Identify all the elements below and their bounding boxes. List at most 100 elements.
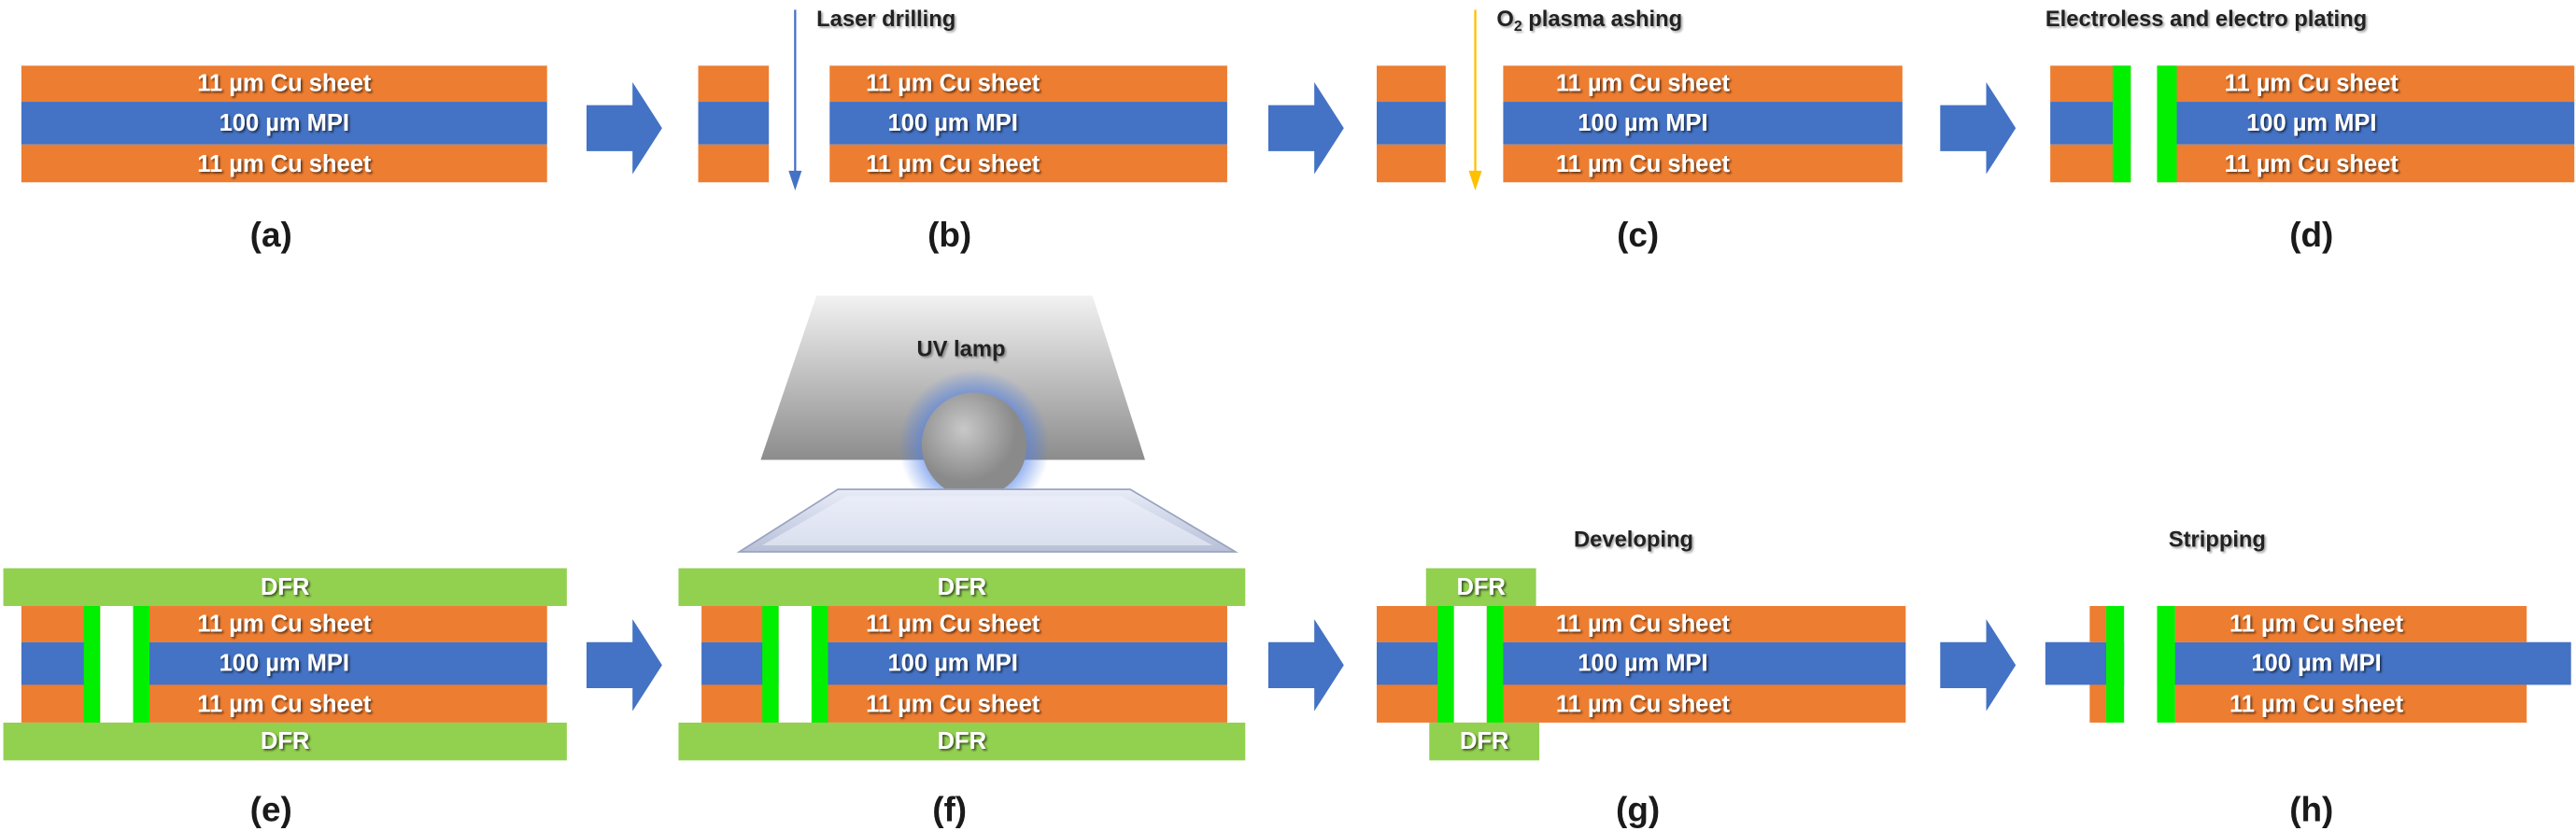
c-left-mpi xyxy=(1376,102,1446,145)
developing-label: Developing xyxy=(1574,528,1693,553)
b-left-cu-bottom xyxy=(698,144,770,183)
b-right-cu-bottom xyxy=(829,144,1227,183)
h-cu-bottom-left xyxy=(2089,684,2106,723)
h-cu-top xyxy=(2174,606,2527,642)
process-arrow-3 xyxy=(1940,81,2017,175)
plasma-arrow-icon xyxy=(1468,170,1482,191)
d-right-cu-top xyxy=(2157,65,2575,103)
caption-e: (e) xyxy=(250,791,292,829)
g-plating-left xyxy=(1437,606,1454,723)
caption-d: (d) xyxy=(2289,216,2333,254)
a-cu-bottom xyxy=(21,144,547,183)
d-cu-bottom-label: 11 µm Cu sheet xyxy=(2225,151,2399,177)
b-cu-bottom-label: 11 µm Cu sheet xyxy=(866,151,1040,177)
a-mpi-label: 100 µm MPI xyxy=(219,110,349,136)
f-dfr-bottom xyxy=(678,722,1246,761)
e-dfr-top-label: DFR xyxy=(261,574,309,600)
uv-lamp-label: UV lamp xyxy=(916,338,1005,362)
e-dfr-top xyxy=(3,568,567,607)
process-arrow-6 xyxy=(1940,619,2017,711)
a-cu-top-label: 11 µm Cu sheet xyxy=(197,71,372,97)
caption-c: (c) xyxy=(1617,216,1659,254)
f-plating-right xyxy=(811,606,828,723)
e-plating-right xyxy=(133,606,150,723)
process-arrow-5 xyxy=(1267,619,1344,711)
plasma-rest: plasma ashing xyxy=(1522,7,1682,32)
process-arrow-4 xyxy=(586,619,662,711)
g-dfr-bottom xyxy=(1429,722,1540,761)
a-cu-bottom-label: 11 µm Cu sheet xyxy=(197,151,372,177)
stripping-label: Stripping xyxy=(2169,528,2266,553)
e-dfr-bottom xyxy=(3,722,567,761)
plating-label: Electroless and electro plating xyxy=(2045,7,2367,32)
b-left-cu-top xyxy=(698,65,770,103)
b-right-mpi xyxy=(829,102,1227,145)
e-cu-top-label: 11 µm Cu sheet xyxy=(197,611,372,637)
e-cu-bottom-label: 11 µm Cu sheet xyxy=(197,692,372,718)
d-plating-right xyxy=(2157,65,2177,183)
c-mpi-label: 100 µm MPI xyxy=(1578,110,1707,136)
laser-arrow-icon xyxy=(788,170,802,191)
g-cu-top-label: 11 µm Cu sheet xyxy=(1556,611,1731,637)
e-mpi-label: 100 µm MPI xyxy=(219,651,349,677)
b-cu-top-label: 11 µm Cu sheet xyxy=(866,71,1040,97)
caption-b: (b) xyxy=(927,216,971,254)
a-mpi xyxy=(21,102,547,145)
c-cu-top-label: 11 µm Cu sheet xyxy=(1556,71,1731,97)
b-left-mpi xyxy=(698,102,770,145)
process-arrow-2 xyxy=(1267,81,1344,175)
g-hole xyxy=(1453,606,1487,723)
g-dfr-bottom-label: DFR xyxy=(1460,728,1508,754)
d-cu-top-label: 11 µm Cu sheet xyxy=(2225,71,2399,97)
f-dfr-top-label: DFR xyxy=(938,574,986,600)
d-right-mpi xyxy=(2157,102,2575,145)
h-cu-bottom-label: 11 µm Cu sheet xyxy=(2229,692,2404,718)
c-left-cu-bottom xyxy=(1376,144,1446,183)
d-right-cu-bottom xyxy=(2157,144,2575,183)
d-plating-left xyxy=(2112,65,2131,183)
laser-drilling-label: Laser drilling xyxy=(816,7,955,32)
g-dfr-top-label: DFR xyxy=(1456,574,1505,600)
c-right-cu-bottom xyxy=(1503,144,1903,183)
f-cu-bottom-label: 11 µm Cu sheet xyxy=(866,692,1040,718)
f-plating-left xyxy=(762,606,779,723)
h-plating-right xyxy=(2157,606,2175,723)
e-hole xyxy=(100,606,134,723)
photomask-glass-top xyxy=(762,496,1213,545)
e-dfr-bottom-label: DFR xyxy=(261,728,309,754)
caption-a: (a) xyxy=(250,216,292,254)
plasma-ashing-label: O2 plasma ashing xyxy=(1496,7,1682,35)
g-dfr-top xyxy=(1425,568,1536,607)
g-cu-bottom-label: 11 µm Cu sheet xyxy=(1556,692,1731,718)
f-mpi-label: 100 µm MPI xyxy=(887,651,1017,677)
process-arrow-1 xyxy=(586,81,662,175)
h-mpi-label: 100 µm MPI xyxy=(2251,651,2381,677)
c-right-cu-top xyxy=(1503,65,1903,103)
h-cu-top-label: 11 µm Cu sheet xyxy=(2229,611,2404,637)
h-hole xyxy=(2124,606,2158,723)
h-cu-bottom xyxy=(2174,684,2527,723)
g-mpi-label: 100 µm MPI xyxy=(1578,651,1707,677)
f-dfr-bottom-label: DFR xyxy=(938,728,986,754)
c-cu-bottom-label: 11 µm Cu sheet xyxy=(1556,151,1731,177)
a-cu-top xyxy=(21,65,547,103)
plasma-o: O xyxy=(1496,7,1513,32)
b-right-cu-top xyxy=(829,65,1227,103)
plasma-subscript: 2 xyxy=(1514,19,1522,35)
f-dfr-top xyxy=(678,568,1246,607)
caption-h: (h) xyxy=(2289,791,2333,829)
caption-g: (g) xyxy=(1616,791,1660,829)
g-plating-right xyxy=(1486,606,1504,723)
h-plating-left xyxy=(2105,606,2125,723)
f-hole xyxy=(778,606,812,723)
b-mpi-label: 100 µm MPI xyxy=(887,110,1017,136)
e-plating-left xyxy=(83,606,101,723)
h-cu-top-left xyxy=(2089,606,2106,642)
f-cu-top-label: 11 µm Cu sheet xyxy=(866,611,1040,637)
caption-f: (f) xyxy=(932,791,967,829)
uv-bulb-icon xyxy=(921,392,1027,498)
c-right-mpi xyxy=(1503,102,1903,145)
d-mpi-label: 100 µm MPI xyxy=(2246,110,2376,136)
